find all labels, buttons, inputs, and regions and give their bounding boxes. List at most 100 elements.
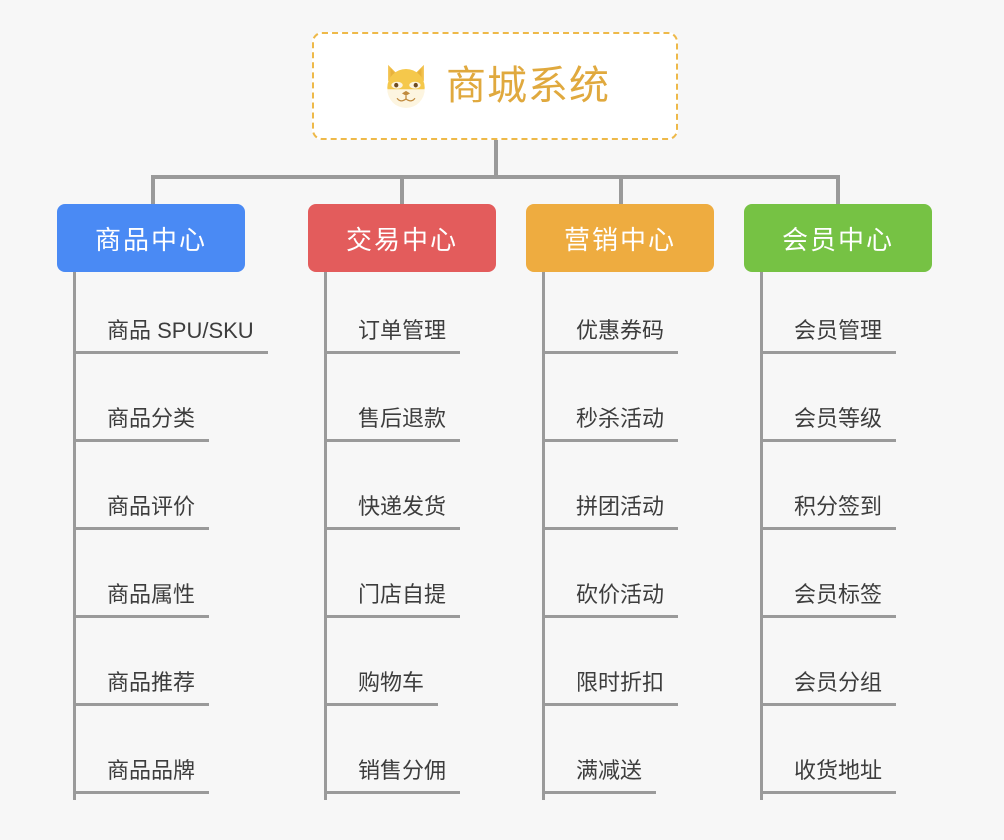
trunk-line-2 (324, 272, 327, 800)
leaf-label: 会员管理 (788, 318, 897, 354)
list-item[interactable]: 门店自提 (324, 536, 548, 624)
leaf-label: 会员标签 (788, 582, 897, 618)
shiba-dog-face-icon (387, 64, 425, 108)
list-item[interactable]: 售后退款 (324, 360, 548, 448)
list-item[interactable]: 会员管理 (760, 272, 984, 360)
leaf-label: 销售分佣 (352, 758, 461, 794)
leaf-connector (542, 703, 576, 706)
connector-horizontal-bus (151, 175, 839, 179)
trunk-line-3 (542, 272, 545, 800)
connector-branch-1 (151, 175, 155, 207)
leaf-label: 售后退款 (352, 406, 461, 442)
leaf-connector (324, 791, 358, 794)
leaf-connector (760, 791, 794, 794)
list-item[interactable]: 收货地址 (760, 712, 984, 800)
connector-root-stem (494, 140, 498, 178)
list-item[interactable]: 快递发货 (324, 448, 548, 536)
leaf-label: 商品推荐 (101, 670, 210, 706)
list-item[interactable]: 会员等级 (760, 360, 984, 448)
list-item[interactable]: 商品 SPU/SKU (73, 272, 297, 360)
leaf-connector (324, 703, 358, 706)
leaf-connector (760, 351, 794, 354)
connector-branch-4 (836, 175, 840, 207)
leaf-connector (73, 791, 107, 794)
leaf-label: 订单管理 (352, 318, 461, 354)
leaf-connector (760, 703, 794, 706)
root-title: 商城系统 (446, 64, 610, 108)
leaf-connector (760, 439, 794, 442)
leaf-list-2: 订单管理 售后退款 快递发货 门店自提 购物车 销售分佣 (324, 272, 548, 800)
list-item[interactable]: 满减送 (542, 712, 766, 800)
leaf-label: 积分签到 (788, 494, 897, 530)
list-item[interactable]: 商品评价 (73, 448, 297, 536)
leaf-connector (542, 791, 576, 794)
list-item[interactable]: 销售分佣 (324, 712, 548, 800)
leaf-connector (542, 527, 576, 530)
leaf-label: 商品属性 (101, 582, 210, 618)
leaf-label: 会员等级 (788, 406, 897, 442)
leaf-connector (760, 527, 794, 530)
list-item[interactable]: 砍价活动 (542, 536, 766, 624)
leaf-label: 收货地址 (788, 758, 897, 794)
leaf-connector (73, 703, 107, 706)
leaf-connector (73, 527, 107, 530)
list-item[interactable]: 拼团活动 (542, 448, 766, 536)
category-header-2[interactable]: 交易中心 (308, 204, 496, 272)
category-label-2: 交易中心 (345, 224, 458, 255)
leaf-label: 商品分类 (101, 406, 210, 442)
category-column-3: 营销中心 优惠券码 秒杀活动 拼团活动 砍价活动 限时折扣 (526, 204, 766, 800)
list-item[interactable]: 商品品牌 (73, 712, 297, 800)
list-item[interactable]: 积分签到 (760, 448, 984, 536)
list-item[interactable]: 商品属性 (73, 536, 297, 624)
leaf-label: 商品 SPU/SKU (101, 318, 268, 354)
category-header-1[interactable]: 商品中心 (57, 204, 245, 272)
list-item[interactable]: 商品推荐 (73, 624, 297, 712)
leaf-connector (324, 615, 358, 618)
leaf-label: 商品品牌 (101, 758, 210, 794)
leaf-connector (73, 439, 107, 442)
list-item[interactable]: 商品分类 (73, 360, 297, 448)
root-node[interactable]: 商城系统 (312, 32, 678, 140)
leaf-label: 拼团活动 (570, 494, 679, 530)
leaf-connector (542, 615, 576, 618)
leaf-connector (760, 615, 794, 618)
connector-branch-3 (619, 175, 623, 207)
category-label-3: 营销中心 (563, 224, 676, 255)
list-item[interactable]: 订单管理 (324, 272, 548, 360)
list-item[interactable]: 优惠券码 (542, 272, 766, 360)
list-item[interactable]: 限时折扣 (542, 624, 766, 712)
leaf-label: 会员分组 (788, 670, 897, 706)
category-column-2: 交易中心 订单管理 售后退款 快递发货 门店自提 购物车 (308, 204, 548, 800)
leaf-connector (542, 439, 576, 442)
list-item[interactable]: 购物车 (324, 624, 548, 712)
category-label-4: 会员中心 (781, 224, 894, 255)
category-header-4[interactable]: 会员中心 (744, 204, 932, 272)
category-column-4: 会员中心 会员管理 会员等级 积分签到 会员标签 会员分组 (744, 204, 984, 800)
trunk-line-4 (760, 272, 763, 800)
leaf-label: 限时折扣 (570, 670, 679, 706)
leaf-list-3: 优惠券码 秒杀活动 拼团活动 砍价活动 限时折扣 满减送 (542, 272, 766, 800)
leaf-list-1: 商品 SPU/SKU 商品分类 商品评价 商品属性 商品推荐 商品品牌 (73, 272, 297, 800)
leaf-label: 快递发货 (352, 494, 461, 530)
leaf-label: 满减送 (570, 758, 657, 794)
connector-branch-2 (400, 175, 404, 207)
leaf-connector (324, 351, 358, 354)
leaf-label: 门店自提 (352, 582, 461, 618)
list-item[interactable]: 会员标签 (760, 536, 984, 624)
leaf-label: 优惠券码 (570, 318, 679, 354)
leaf-connector (542, 351, 576, 354)
leaf-label: 购物车 (352, 670, 439, 706)
leaf-connector (73, 351, 107, 354)
category-header-3[interactable]: 营销中心 (526, 204, 714, 272)
leaf-label: 商品评价 (101, 494, 210, 530)
leaf-connector (324, 439, 358, 442)
list-item[interactable]: 会员分组 (760, 624, 984, 712)
category-column-1: 商品中心 商品 SPU/SKU 商品分类 商品评价 商品属性 商品推荐 (57, 204, 297, 800)
leaf-label: 秒杀活动 (570, 406, 679, 442)
trunk-line-1 (73, 272, 76, 800)
leaf-label: 砍价活动 (570, 582, 679, 618)
leaf-list-4: 会员管理 会员等级 积分签到 会员标签 会员分组 收货地址 (760, 272, 984, 800)
leaf-connector (73, 615, 107, 618)
list-item[interactable]: 秒杀活动 (542, 360, 766, 448)
